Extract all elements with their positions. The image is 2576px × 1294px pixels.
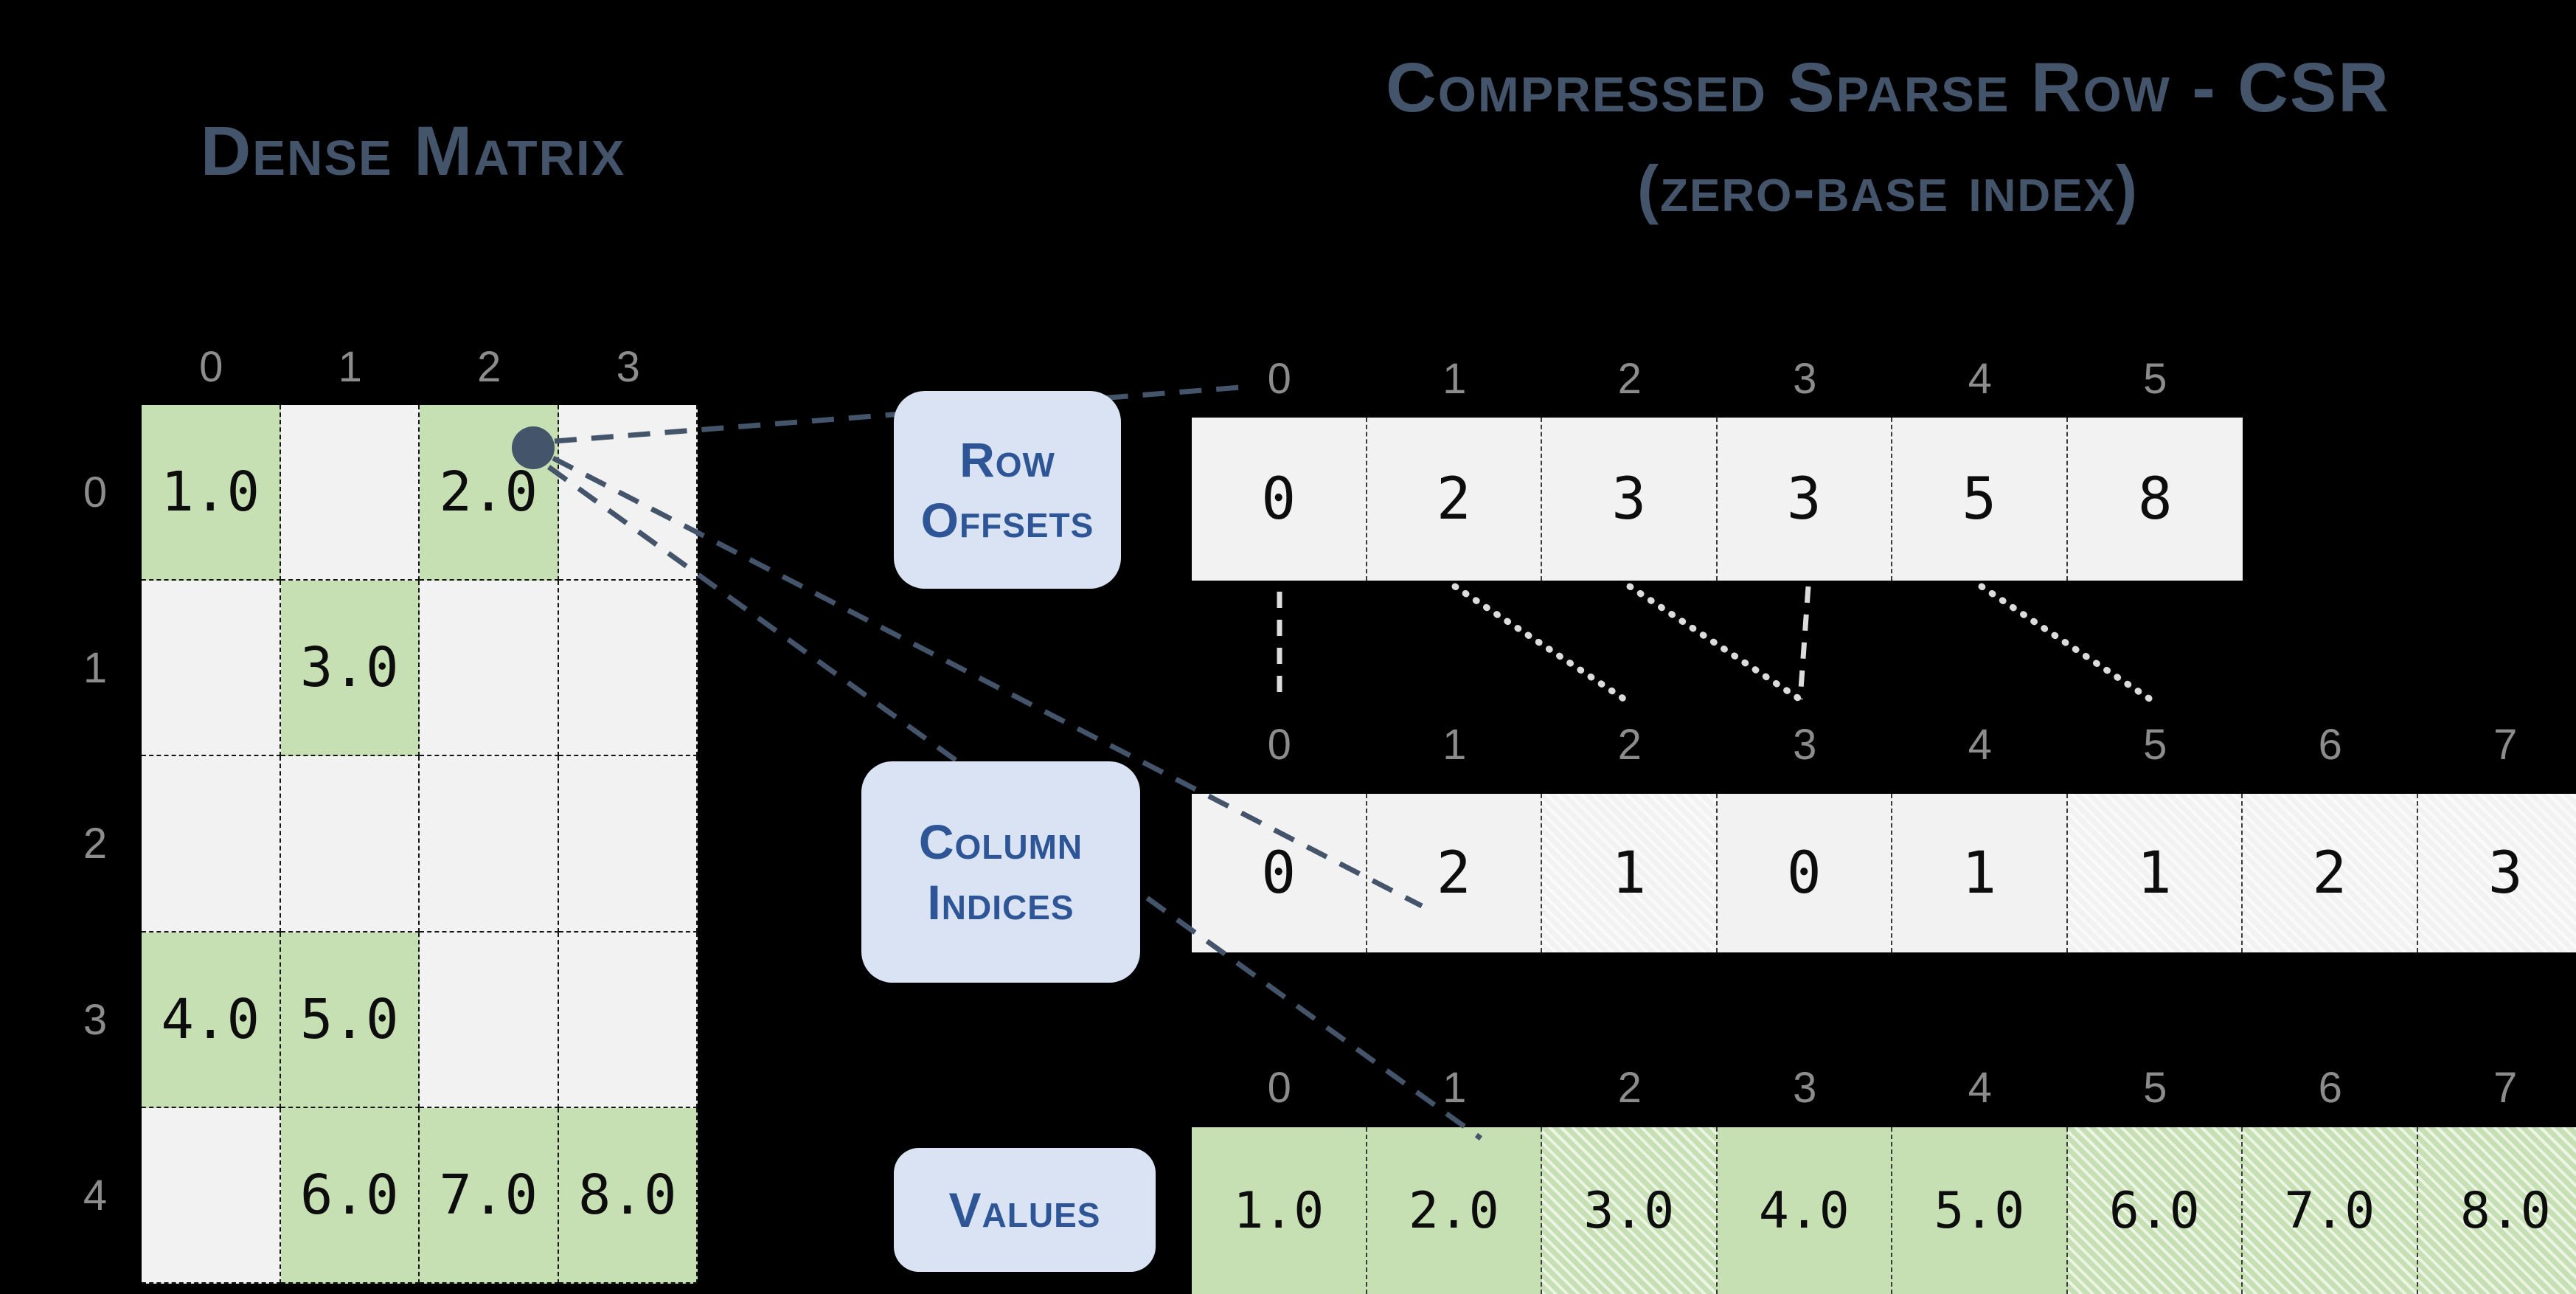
ro-cells-1: 2 bbox=[1367, 418, 1542, 581]
ci-cells-7: 3 bbox=[2417, 794, 2576, 952]
v-idx-1: 1 bbox=[1443, 1064, 1467, 1112]
values-label: Values bbox=[894, 1148, 1156, 1272]
csr-title-line2: (zero-base index) bbox=[1636, 152, 2139, 225]
offset-pointer-2 bbox=[1626, 583, 1804, 703]
dense-cell-r1-c0 bbox=[142, 581, 281, 757]
dense-cell-r4-c0 bbox=[142, 1107, 281, 1284]
ro-cells-3: 3 bbox=[1717, 418, 1892, 581]
v-idx-5: 5 bbox=[2143, 1064, 2167, 1112]
v-idx-4: 4 bbox=[1968, 1064, 1992, 1112]
ro-idx-3: 3 bbox=[1793, 355, 1817, 403]
dense-cell-r2-c2 bbox=[420, 756, 559, 933]
ci-cells-2: 1 bbox=[1542, 794, 1718, 952]
dense-matrix-title: Dense Matrix bbox=[200, 112, 626, 190]
v-cells-1: 2.0 bbox=[1367, 1127, 1542, 1294]
v-idx-7: 7 bbox=[2493, 1064, 2518, 1112]
ci-cells-4: 1 bbox=[1892, 794, 2068, 952]
dense-col-label-0: 0 bbox=[199, 343, 223, 391]
ci-idx-2: 2 bbox=[1617, 721, 1642, 769]
v-cells-3: 4.0 bbox=[1717, 1127, 1892, 1294]
dense-cell-r3-c2 bbox=[420, 932, 559, 1108]
ci-idx-7: 7 bbox=[2493, 721, 2518, 769]
column-indices-label-line2: Indices bbox=[927, 875, 1075, 930]
ro-cells-4: 5 bbox=[1892, 418, 2068, 581]
ci-cells-6: 2 bbox=[2243, 794, 2418, 952]
ro-idx-2: 2 bbox=[1617, 355, 1642, 403]
row-offsets-label: Row Offsets bbox=[894, 391, 1121, 589]
dense-matrix-column-labels: 0 1 2 3 bbox=[142, 341, 698, 394]
ci-cells-1: 2 bbox=[1367, 794, 1542, 952]
ci-cells-0: 0 bbox=[1192, 794, 1367, 952]
v-idx-2: 2 bbox=[1617, 1064, 1642, 1112]
ro-idx-4: 4 bbox=[1968, 355, 1992, 403]
ci-idx-1: 1 bbox=[1443, 721, 1467, 769]
dense-row-label-2: 2 bbox=[83, 820, 108, 868]
ro-idx-1: 1 bbox=[1443, 355, 1467, 403]
dense-cell-r1-c3 bbox=[558, 581, 698, 757]
dense-row-label-3: 3 bbox=[83, 995, 108, 1044]
dense-cell-r4-c2: 7.0 bbox=[420, 1107, 559, 1284]
dense-row-label-0: 0 bbox=[83, 468, 108, 517]
ci-idx-5: 5 bbox=[2143, 721, 2167, 769]
ci-cells-5: 1 bbox=[2067, 794, 2243, 952]
values-label-line1: Values bbox=[948, 1182, 1101, 1237]
dense-cell-r1-c1: 3.0 bbox=[280, 581, 420, 757]
dense-row-label-4: 4 bbox=[83, 1171, 108, 1219]
ro-cells-0: 0 bbox=[1192, 418, 1367, 581]
ci-idx-3: 3 bbox=[1793, 721, 1817, 769]
v-idx-3: 3 bbox=[1793, 1064, 1817, 1112]
ro-idx-0: 0 bbox=[1267, 355, 1291, 403]
v-cells-6: 7.0 bbox=[2243, 1127, 2418, 1294]
dense-cell-r0-c3 bbox=[558, 405, 698, 581]
ro-idx-5: 5 bbox=[2143, 355, 2167, 403]
row-offsets-label-line2: Offsets bbox=[920, 493, 1094, 547]
dense-cell-r1-c2 bbox=[420, 581, 559, 757]
v-cells-0: 1.0 bbox=[1192, 1127, 1367, 1294]
dense-cell-r3-c1: 5.0 bbox=[280, 932, 420, 1108]
dense-cell-r0-c0: 1.0 bbox=[142, 405, 281, 581]
column-indices-index-labels: 0 1 2 3 4 5 6 7 bbox=[1192, 722, 2576, 769]
row-offsets-label-line1: Row bbox=[959, 432, 1055, 487]
v-idx-0: 0 bbox=[1267, 1064, 1291, 1112]
dense-cell-r2-c0 bbox=[142, 756, 281, 933]
ro-cells-2: 3 bbox=[1542, 418, 1718, 581]
dense-cell-r2-c1 bbox=[280, 756, 420, 933]
dense-cell-r3-c3 bbox=[558, 932, 698, 1108]
ci-cells-3: 0 bbox=[1717, 794, 1892, 952]
dense-col-label-3: 3 bbox=[616, 343, 640, 391]
dense-col-label-1: 1 bbox=[338, 343, 362, 391]
row-offsets-index-labels: 0 1 2 3 4 5 bbox=[1192, 356, 2243, 403]
dense-cell-r0-c1 bbox=[280, 405, 420, 581]
offset-pointer-4 bbox=[1978, 583, 2154, 703]
dense-cell-r0-c2: 2.0 bbox=[420, 405, 559, 581]
values-index-labels: 0 1 2 3 4 5 6 7 bbox=[1192, 1065, 2576, 1112]
dense-cell-r3-c0: 4.0 bbox=[142, 932, 281, 1108]
v-idx-6: 6 bbox=[2318, 1064, 2342, 1112]
offset-pointer-1 bbox=[1451, 583, 1628, 703]
dense-cell-r4-c3: 8.0 bbox=[558, 1107, 698, 1284]
v-cells-2: 3.0 bbox=[1542, 1127, 1718, 1294]
ci-idx-4: 4 bbox=[1968, 721, 1992, 769]
dense-col-label-2: 2 bbox=[477, 343, 501, 391]
ci-idx-0: 0 bbox=[1267, 721, 1291, 769]
dense-matrix-row-labels: 0 1 2 3 4 bbox=[63, 405, 127, 1284]
v-cells-7: 8.0 bbox=[2417, 1127, 2576, 1294]
offset-pointer-3 bbox=[1797, 586, 1811, 700]
ro-cells-5: 8 bbox=[2067, 418, 2243, 581]
dense-cell-r2-c3 bbox=[558, 756, 698, 933]
dense-row-label-1: 1 bbox=[83, 644, 108, 693]
dense-cell-r4-c1: 6.0 bbox=[280, 1107, 420, 1284]
v-cells-5: 6.0 bbox=[2067, 1127, 2243, 1294]
column-indices-label: Column Indices bbox=[861, 761, 1140, 983]
csr-title-line1: Compressed Sparse Row - CSR bbox=[1386, 49, 2390, 127]
column-indices-label-line1: Column bbox=[918, 814, 1083, 869]
ci-idx-6: 6 bbox=[2318, 721, 2342, 769]
v-cells-4: 5.0 bbox=[1892, 1127, 2068, 1294]
